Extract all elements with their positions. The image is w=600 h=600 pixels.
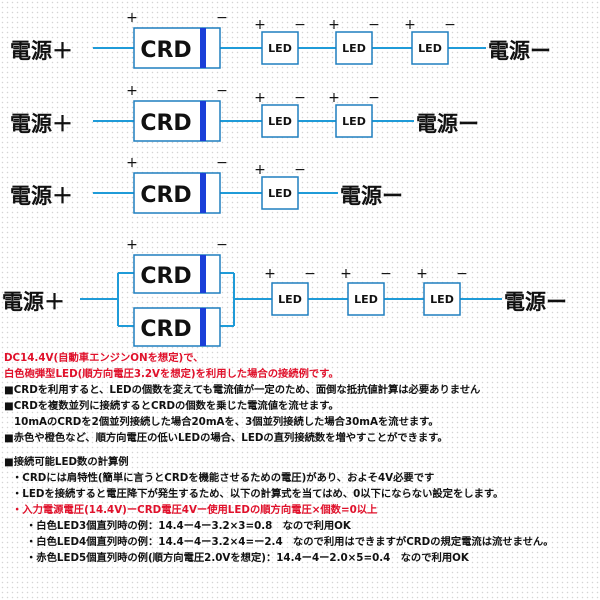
minus-sign: − (368, 17, 380, 33)
circuit-row-3: 電源＋ 電源ー CRD + − LED + − (10, 155, 403, 214)
calc-heading: ■接続可能LED数の計算例 (4, 456, 129, 468)
power-plus-label: 電源＋ (10, 184, 73, 208)
minus-sign: − (304, 266, 316, 282)
led-label: LED (268, 187, 292, 200)
intro-line: 白色砲弾型LED(順方向電圧3.2Vを想定)を利用した場合の接続例です。 (4, 368, 339, 380)
minus-sign: − (294, 162, 306, 178)
minus-sign: − (216, 155, 228, 171)
led-label: LED (268, 115, 292, 128)
led-label: LED (430, 293, 454, 306)
calc-example: ・白色LED4個直列時の例：14.4ー4ー3.2×4=ー2.4 なので利用はでき… (26, 536, 554, 548)
crd-led-wiring-diagram: 電源＋ 電源ー CRD + − LED + − LED + − LED + − (2, 10, 567, 347)
plus-sign: + (328, 90, 340, 106)
crd-component: CRD + − (126, 155, 228, 214)
minus-sign: − (368, 90, 380, 106)
crd-label: CRD (140, 264, 191, 289)
intro-line: DC14.4V(自動車エンジンONを想定)で、 (4, 352, 204, 364)
calc-text: ・CRDには肩特性(簡単に言うとCRDを機能させるための電圧)があり、およそ4V… (12, 472, 435, 484)
led-component: LED + − (328, 17, 380, 65)
minus-sign: − (444, 17, 456, 33)
led-component: LED + − (254, 162, 306, 210)
crd-label: CRD (140, 38, 191, 63)
plus-sign: + (254, 90, 266, 106)
led-component: LED + − (254, 90, 306, 138)
minus-sign: − (216, 237, 228, 253)
power-minus-label: 電源ー (340, 184, 403, 208)
led-component: LED + − (340, 266, 392, 316)
led-component: LED + − (328, 90, 380, 138)
circuit-row-1: 電源＋ 電源ー CRD + − LED + − LED + − LED + − (10, 10, 551, 69)
crd-component: CRD + − (126, 237, 228, 294)
power-minus-label: 電源ー (416, 112, 479, 136)
power-plus-label: 電源＋ (2, 290, 65, 314)
crd-component: CRD + − (126, 10, 228, 69)
calc-example: ・白色LED3個直列時の例：14.4ー4ー3.2×3=0.8 なので利用OK (26, 520, 351, 532)
plus-sign: + (416, 266, 428, 282)
minus-sign: − (380, 266, 392, 282)
crd-component: CRD (133, 307, 221, 347)
plus-sign: + (254, 162, 266, 178)
plus-sign: + (126, 237, 138, 253)
plus-sign: + (264, 266, 276, 282)
plus-sign: + (126, 83, 138, 99)
plus-sign: + (254, 17, 266, 33)
crd-label: CRD (140, 317, 191, 342)
power-plus-label: 電源＋ (10, 112, 73, 136)
plus-sign: + (404, 17, 416, 33)
bullet-detail: 10mAのCRDを2個並列接続した場合20mAを、3個並列接続した場合30mAを… (14, 416, 439, 428)
crd-label: CRD (140, 111, 191, 136)
led-label: LED (354, 293, 378, 306)
crd-component: CRD + − (126, 83, 228, 142)
crd-label: CRD (140, 183, 191, 208)
led-component: LED + − (404, 17, 456, 65)
bullet-text: ■CRDを利用すると、LEDの個数を変えても電流値が一定のため、面倒な抵抗値計算… (4, 384, 481, 396)
plus-sign: + (328, 17, 340, 33)
explanation-notes: DC14.4V(自動車エンジンONを想定)で、 白色砲弾型LED(順方向電圧3.… (4, 350, 598, 566)
led-label: LED (268, 42, 292, 55)
bullet-text: ■赤色や橙色など、順方向電圧の低いLEDの場合、LEDの直列接続数を増やすことが… (4, 432, 448, 444)
plus-sign: + (126, 155, 138, 171)
minus-sign: − (294, 17, 306, 33)
led-label: LED (278, 293, 302, 306)
calc-formula: ・入力電源電圧(14.4V)ーCRD電圧4Vー使用LEDの順方向電圧×個数=0以… (12, 504, 378, 516)
led-label: LED (342, 115, 366, 128)
power-minus-label: 電源ー (504, 290, 567, 314)
led-label: LED (418, 42, 442, 55)
power-minus-label: 電源ー (488, 39, 551, 63)
led-component: LED + − (416, 266, 468, 316)
circuit-row-4: 電源＋ 電源ー CRD + − CRD LED + − LED + − (2, 237, 567, 347)
minus-sign: − (216, 10, 228, 26)
minus-sign: − (216, 83, 228, 99)
bullet-text: ■CRDを複数並列に接続するとCRDの個数を乗じた電流値を流せます。 (4, 400, 339, 412)
led-label: LED (342, 42, 366, 55)
led-component: LED + − (264, 266, 316, 316)
plus-sign: + (340, 266, 352, 282)
power-plus-label: 電源＋ (10, 39, 73, 63)
calc-example: ・赤色LED5個直列時の例(順方向電圧2.0Vを想定)：14.4ー4ー2.0×5… (26, 552, 469, 564)
led-component: LED + − (254, 17, 306, 65)
minus-sign: − (294, 90, 306, 106)
wire (80, 272, 502, 327)
plus-sign: + (126, 10, 138, 26)
circuit-row-2: 電源＋ 電源ー CRD + − LED + − LED + − (10, 83, 479, 142)
minus-sign: − (456, 266, 468, 282)
calc-text: ・LEDを接続すると電圧降下が発生するため、以下の計算式を当てはめ、0以下になら… (12, 488, 504, 500)
